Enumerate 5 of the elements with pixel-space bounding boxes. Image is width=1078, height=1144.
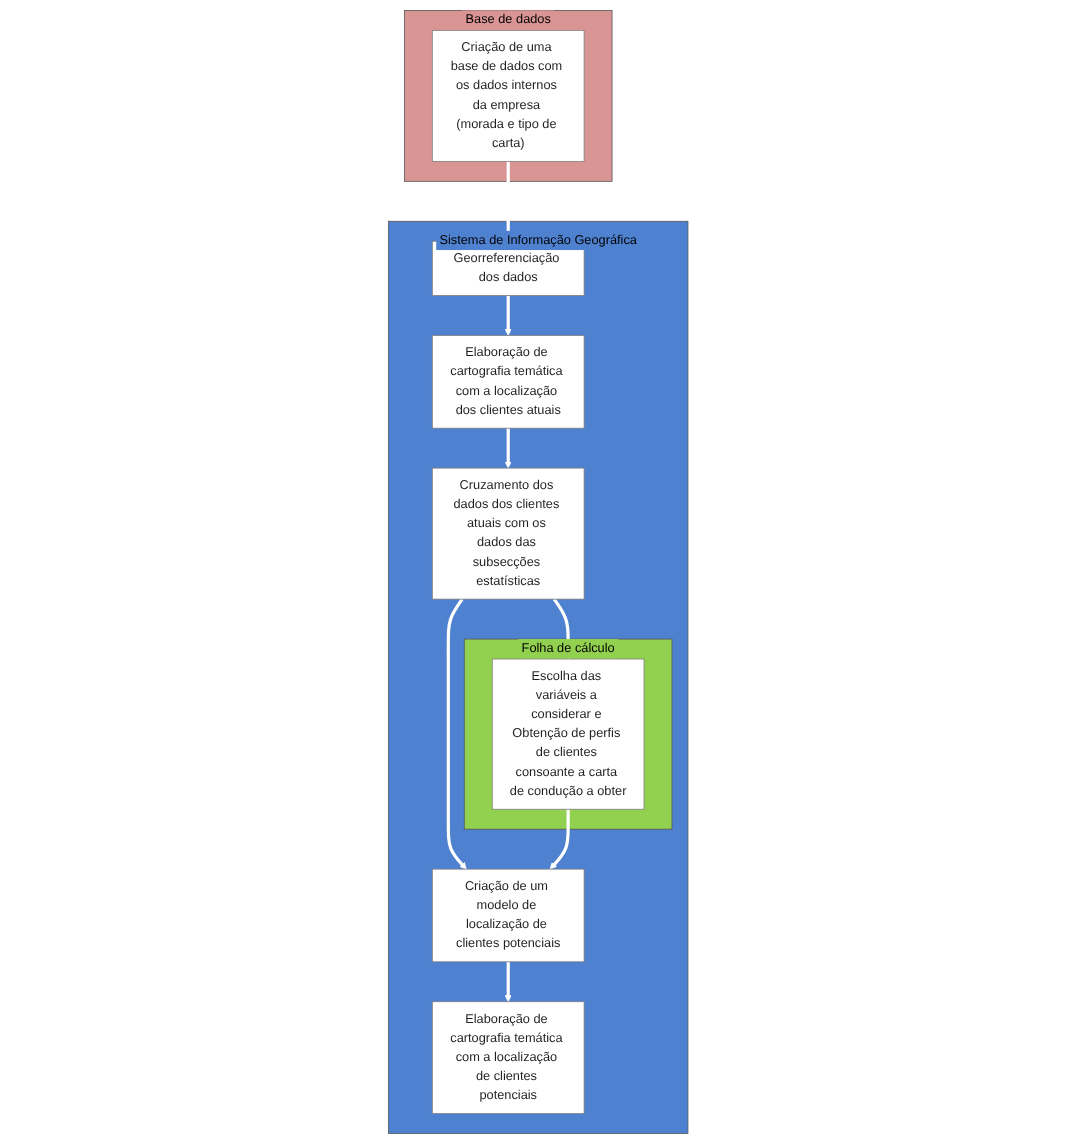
arrow (447, 598, 468, 870)
arrow (505, 295, 513, 336)
arrow (505, 428, 513, 469)
arrow (550, 809, 571, 870)
arrow (505, 961, 513, 1003)
